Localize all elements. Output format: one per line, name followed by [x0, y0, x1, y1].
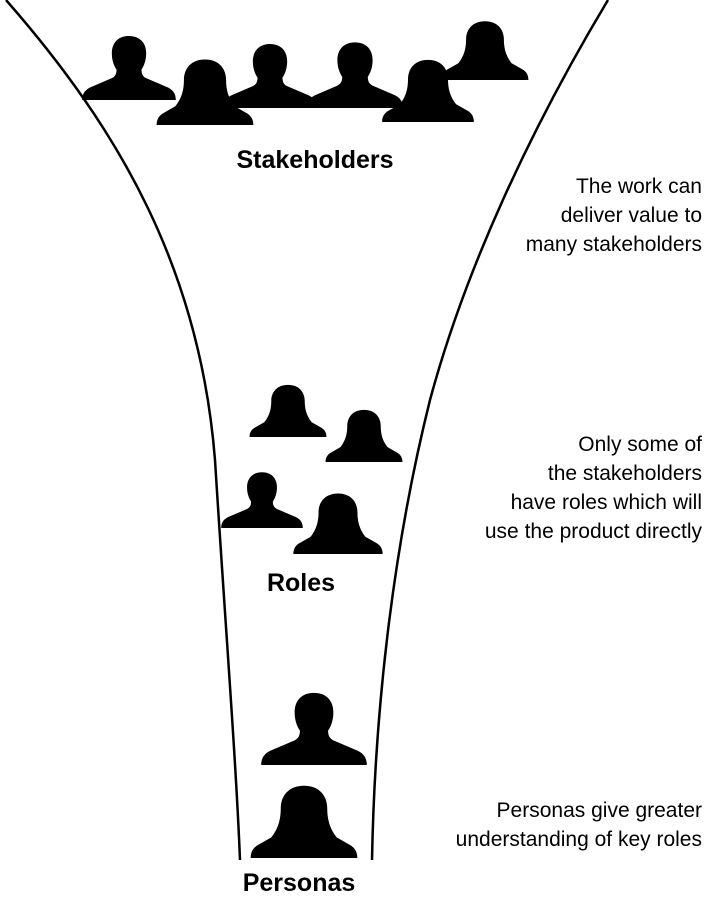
- funnel-right-edge: [370, 0, 610, 861]
- note-line: Personas give greater: [496, 799, 702, 822]
- note-line: Only some of: [578, 433, 702, 456]
- persona-silhouette-2: [250, 785, 358, 858]
- note-line: deliver value to: [560, 204, 702, 227]
- note-roles: Only some of the stakeholders have roles…: [485, 430, 702, 546]
- level-label-roles: Roles: [266, 569, 336, 597]
- stakeholder-silhouette-1: [82, 36, 176, 100]
- role-silhouette-3: [221, 472, 303, 528]
- role-silhouette-1: [249, 384, 327, 437]
- note-personas: Personas give greater understanding of k…: [456, 796, 702, 854]
- stakeholder-silhouette-2: [156, 59, 254, 125]
- stakeholder-silhouette-5: [382, 59, 474, 122]
- role-silhouette-4: [293, 493, 383, 554]
- note-line: the stakeholders: [547, 462, 702, 485]
- level-label-stakeholders: Stakeholders: [236, 146, 394, 174]
- note-stakeholders: The work can deliver value to many stake…: [526, 172, 702, 259]
- note-line: use the product directly: [484, 520, 702, 543]
- silhouette-group: [82, 21, 529, 858]
- role-silhouette-2: [325, 409, 403, 462]
- stakeholder-silhouette-3: [223, 44, 317, 108]
- persona-silhouette-1: [261, 692, 367, 765]
- note-line: many stakeholders: [525, 233, 702, 256]
- note-line: have roles which will: [510, 491, 702, 514]
- level-label-personas: Personas: [242, 869, 356, 897]
- stakeholder-silhouette-4: [307, 42, 403, 109]
- funnel-left-edge: [5, 0, 242, 861]
- stakeholder-silhouette-6: [441, 21, 529, 80]
- note-line: understanding of key roles: [455, 828, 702, 851]
- note-line: The work can: [575, 175, 702, 198]
